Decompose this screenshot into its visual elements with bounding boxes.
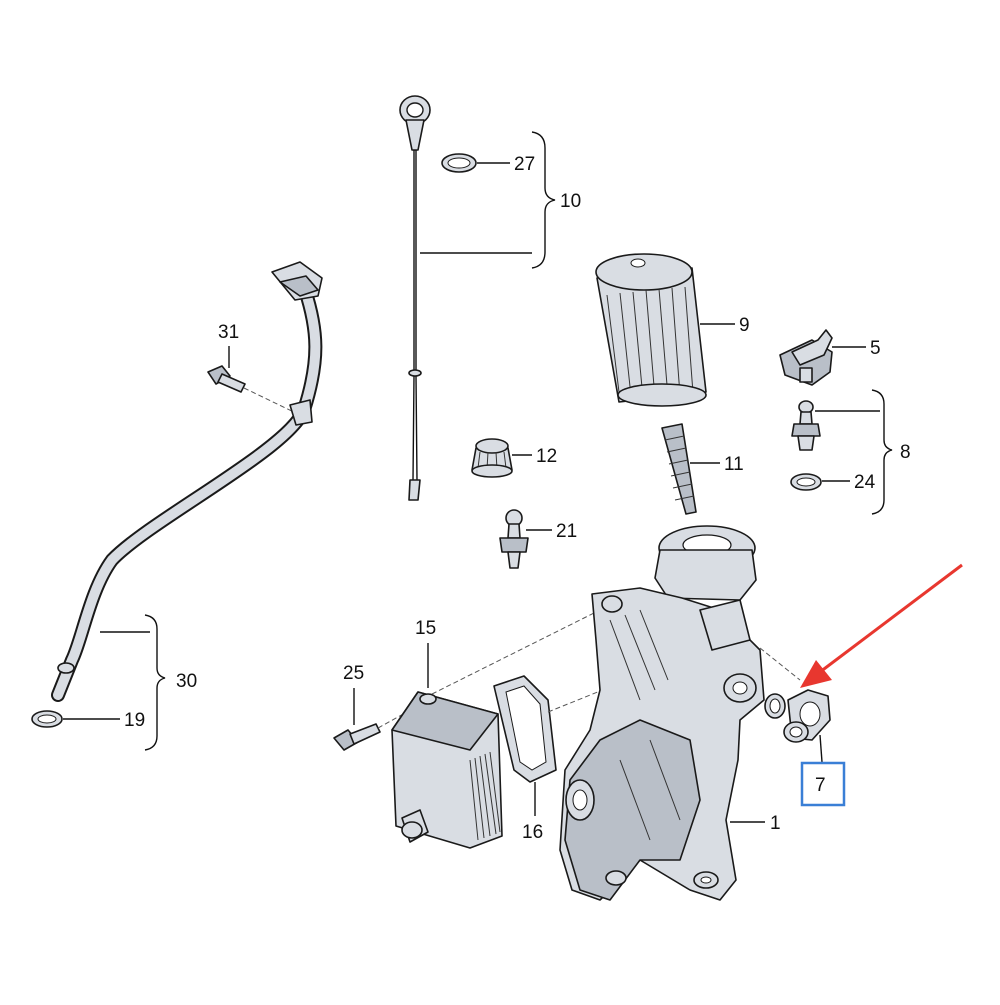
bracket-30 (144, 614, 166, 751)
oil-pressure-switch (791, 400, 821, 451)
oil-cooler (391, 691, 503, 849)
callout-25: 25 (343, 663, 364, 684)
callout-8: 8 (900, 442, 911, 463)
dipstick (399, 95, 431, 501)
filter-element-11 (661, 423, 697, 515)
bolt-31 (207, 365, 246, 393)
highlight-box (800, 761, 846, 807)
callout-12: 12 (536, 446, 557, 467)
bolt-21 (499, 509, 529, 569)
cap-12 (471, 438, 513, 478)
seal-set-7 (764, 689, 831, 743)
callout-7: 7 (815, 775, 826, 796)
callout-19: 19 (124, 710, 145, 731)
dipstick-guide-tube (51, 261, 323, 702)
callout-10: 10 (560, 191, 581, 212)
callout-1: 1 (770, 813, 781, 834)
callout-11: 11 (724, 454, 744, 475)
callout-30: 30 (176, 671, 197, 692)
callout-27: 27 (514, 154, 535, 175)
callout-16: 16 (522, 822, 543, 843)
callout-31: 31 (218, 322, 239, 343)
callout-24: 24 (854, 472, 876, 493)
callout-9: 9 (739, 315, 750, 336)
callout-5: 5 (870, 338, 881, 359)
callout-21: 21 (556, 521, 577, 542)
bracket-8 (871, 389, 893, 515)
oil-filter-housing (559, 525, 765, 901)
callout-15: 15 (415, 618, 436, 639)
oil-filter (595, 253, 707, 407)
bracket-10 (531, 131, 556, 269)
bolt-25 (333, 723, 381, 751)
red-arrow-icon (800, 563, 963, 688)
clip-5 (779, 329, 833, 386)
gasket-16 (493, 675, 557, 783)
